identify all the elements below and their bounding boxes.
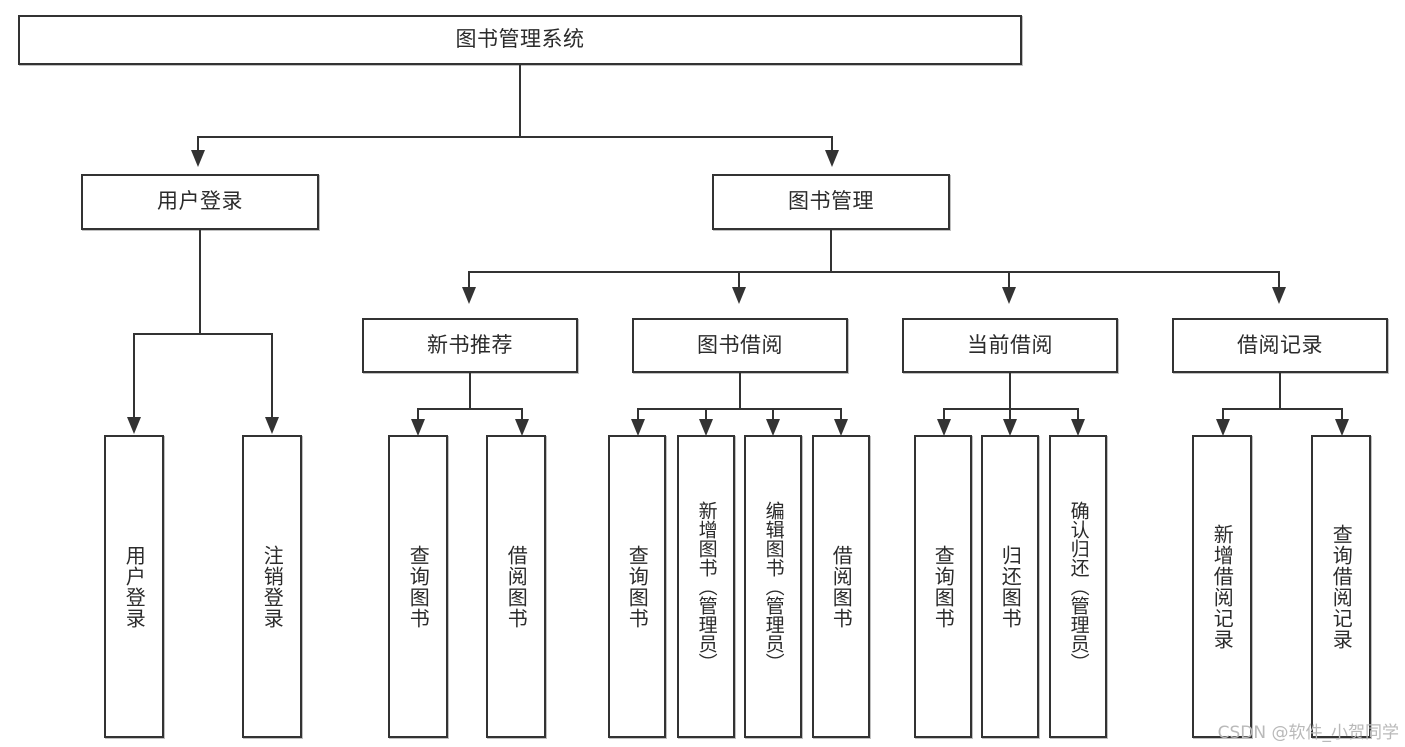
connector-user-login-bus [133, 333, 273, 335]
connector-nbr-drop-1 [417, 408, 419, 420]
node-label: 确认归还（管理员） [1067, 501, 1090, 672]
connector-bm-drop-3 [1008, 271, 1010, 288]
node-label: 查询图书 [931, 544, 956, 629]
arrow-to-leaf-user-login [127, 417, 141, 434]
connector-bb-bus [637, 408, 842, 410]
leaf-bb-borrow-book[interactable]: 借阅图书 [812, 435, 870, 738]
arrow-to-cb-leaf-2 [1003, 419, 1017, 436]
node-label: 新增借阅记录 [1210, 523, 1235, 650]
connector-book-management-stem [830, 230, 832, 272]
node-label: 用户登录 [122, 544, 147, 629]
leaf-bb-query-book[interactable]: 查询图书 [608, 435, 666, 738]
node-label: 借阅图书 [829, 544, 854, 629]
connector-bm-drop-1 [468, 271, 470, 288]
connector-br-bus [1222, 408, 1343, 410]
leaf-bb-edit-book-admin[interactable]: 编辑图书（管理员） [744, 435, 802, 738]
node-label: 当前借阅 [967, 332, 1053, 357]
node-label: 图书管理 [788, 189, 874, 214]
connector-bb-drop-4 [840, 408, 842, 420]
node-label: 归还图书 [998, 544, 1023, 629]
node-label: 注销登录 [260, 544, 285, 629]
arrow-to-br-leaf-1 [1216, 419, 1230, 436]
node-book-management[interactable]: 图书管理 [712, 174, 950, 230]
node-label: 借阅图书 [504, 544, 529, 629]
arrow-to-leaf-logout [265, 417, 279, 434]
connector-root-bus [197, 136, 833, 138]
arrow-to-br-leaf-2 [1335, 419, 1349, 436]
node-label: 用户登录 [157, 189, 243, 214]
node-book-borrow[interactable]: 图书借阅 [632, 318, 848, 373]
arrow-to-bb-leaf-4 [834, 419, 848, 436]
connector-cb-stem [1009, 373, 1011, 409]
leaf-bb-add-book-admin[interactable]: 新增图书（管理员） [677, 435, 735, 738]
connector-bb-drop-1 [637, 408, 639, 420]
connector-nbr-bus [417, 408, 523, 410]
connector-cb-drop-1 [943, 408, 945, 420]
connector-cb-drop-3 [1077, 408, 1079, 420]
arrow-to-new-book-recommend [462, 287, 476, 304]
arrow-to-borrow-record [1272, 287, 1286, 304]
connector-cb-bus [943, 408, 1079, 410]
connector-cb-drop-2 [1009, 408, 1011, 420]
node-label: 图书借阅 [697, 332, 783, 357]
node-label: 新书推荐 [427, 332, 513, 357]
arrow-to-user-login [191, 150, 205, 167]
leaf-cb-return-book[interactable]: 归还图书 [981, 435, 1039, 738]
node-label: 借阅记录 [1237, 332, 1323, 357]
node-label: 查询借阅记录 [1329, 523, 1354, 650]
connector-user-login-drop-2 [271, 333, 273, 418]
node-root-book-management-system[interactable]: 图书管理系统 [18, 15, 1022, 65]
connector-book-management-bus [468, 271, 1280, 273]
connector-bb-drop-2 [705, 408, 707, 420]
node-current-borrow[interactable]: 当前借阅 [902, 318, 1118, 373]
connector-user-login-drop-1 [133, 333, 135, 418]
node-user-login[interactable]: 用户登录 [81, 174, 319, 230]
leaf-br-query-record[interactable]: 查询借阅记录 [1311, 435, 1371, 738]
arrow-to-nbr-leaf-1 [411, 419, 425, 436]
connector-br-stem [1279, 373, 1281, 409]
connector-bb-stem [739, 373, 741, 409]
connector-nbr-drop-2 [521, 408, 523, 420]
csdn-watermark: CSDN @软件_小贺同学 [1217, 723, 1399, 743]
node-new-book-recommend[interactable]: 新书推荐 [362, 318, 578, 373]
connector-nbr-stem [469, 373, 471, 409]
connector-bm-drop-2 [738, 271, 740, 288]
connector-root-drop-right [831, 136, 833, 151]
node-label: 图书管理系统 [455, 27, 585, 52]
arrow-to-bb-leaf-2 [699, 419, 713, 436]
arrow-to-cb-leaf-3 [1071, 419, 1085, 436]
leaf-logout[interactable]: 注销登录 [242, 435, 302, 738]
leaf-cb-query-book[interactable]: 查询图书 [914, 435, 972, 738]
arrow-to-nbr-leaf-2 [515, 419, 529, 436]
arrow-to-book-management [825, 150, 839, 167]
leaf-nbr-query-book[interactable]: 查询图书 [388, 435, 448, 738]
arrow-to-bb-leaf-1 [631, 419, 645, 436]
node-label: 新增图书（管理员） [695, 501, 718, 672]
arrow-to-cb-leaf-1 [937, 419, 951, 436]
node-borrow-record[interactable]: 借阅记录 [1172, 318, 1388, 373]
connector-root-drop-left [197, 136, 199, 151]
arrow-to-bb-leaf-3 [766, 419, 780, 436]
arrow-to-book-borrow [732, 287, 746, 304]
connector-user-login-stem [199, 230, 201, 334]
connector-root-stem [519, 65, 521, 137]
connector-br-drop-1 [1222, 408, 1224, 420]
node-label: 查询图书 [406, 544, 431, 629]
leaf-nbr-borrow-book[interactable]: 借阅图书 [486, 435, 546, 738]
connector-bm-drop-4 [1278, 271, 1280, 288]
connector-br-drop-2 [1341, 408, 1343, 420]
arrow-to-current-borrow [1002, 287, 1016, 304]
connector-bb-drop-3 [772, 408, 774, 420]
node-label: 查询图书 [625, 544, 650, 629]
leaf-cb-confirm-return-admin[interactable]: 确认归还（管理员） [1049, 435, 1107, 738]
leaf-user-login[interactable]: 用户登录 [104, 435, 164, 738]
leaf-br-add-record[interactable]: 新增借阅记录 [1192, 435, 1252, 738]
node-label: 编辑图书（管理员） [762, 501, 785, 672]
